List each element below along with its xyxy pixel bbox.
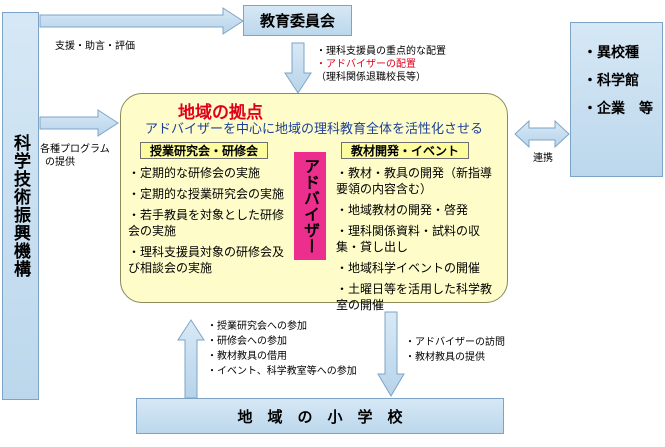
jst-box: 科学技術振興機構 (2, 12, 39, 400)
others-item: ・企業 等 (583, 101, 653, 117)
school-label: 地 域 の 小 学 校 (237, 407, 403, 426)
others-item: ・科学館 (583, 73, 639, 89)
jst-label: 科学技術振興機構 (10, 134, 30, 278)
list-item: ・地域教材の開発・啓発 (336, 203, 469, 217)
list-item: ・理科関係資料・試料の収集・貸し出し (336, 224, 481, 254)
others-item: ・異校種 (583, 45, 639, 61)
board-note-3: （理科関係退職校長等） (316, 72, 426, 83)
list-item: ・定期的な研修会の実施 (128, 166, 261, 180)
arrow-hub-to-school (377, 311, 405, 397)
left-section-heading: 授業研究会・研修会 (140, 142, 268, 159)
support-label: 支援・助言・評価 (55, 41, 135, 52)
arrow-jst-to-hub (39, 109, 119, 137)
hub-subtitle: アドバイザーを中心に地域の理科教育全体を活性化させる (145, 122, 484, 137)
program-label-1: 各種プログラム (40, 144, 110, 155)
board-label: 教育委員会 (259, 12, 335, 30)
arrow-hub-others (514, 119, 570, 149)
program-label-2: の提供 (45, 157, 75, 168)
advisor-box: アドバイザー (294, 152, 326, 260)
renkei-label: 連携 (533, 153, 553, 164)
down-note-1: ・アドバイザーの訪問 (405, 337, 505, 348)
list-item: ・土曜日等を活用した科学教室の開催 (336, 282, 493, 312)
board-note-2: ・アドバイザーの配置 (316, 59, 416, 70)
list-item: ・理科支援員対象の研修会及び相談会の実施 (128, 245, 285, 275)
right-section-heading: 教材開発・イベント (341, 142, 469, 159)
others-box: ・異校種 ・科学館 ・企業 等 (570, 22, 663, 177)
right-section-list: ・教材・教具の開発（新指導要領の内容含む） ・地域教材の開発・啓発 ・理科関係資… (336, 165, 496, 318)
arrow-school-to-hub (177, 319, 205, 399)
hub-title: 地域の拠点 (178, 103, 263, 123)
up-note-2: ・研修会への参加 (207, 336, 287, 347)
up-note-4: ・イベント、科学教室等への参加 (207, 366, 357, 377)
board-note-1: ・理科支援員の重点的な配置 (316, 46, 446, 57)
arrow-board-to-hub (284, 42, 312, 94)
arrow-jst-to-board (39, 7, 244, 35)
up-note-3: ・教材教具の借用 (207, 351, 287, 362)
list-item: ・定期的な授業研究会の実施 (128, 187, 285, 201)
school-box: 地 域 の 小 学 校 (136, 398, 504, 434)
list-item: ・地域科学イベントの開催 (336, 261, 481, 275)
up-note-1: ・授業研究会への参加 (207, 321, 307, 332)
down-note-2: ・教材教具の提供 (405, 352, 485, 363)
left-section-list: ・定期的な研修会の実施 ・定期的な授業研究会の実施 ・若手教員を対象とした研修会… (128, 165, 293, 281)
board-box: 教育委員会 (243, 5, 352, 36)
list-item: ・教材・教具の開発（新指導要領の内容含む） (336, 166, 493, 196)
list-item: ・若手教員を対象とした研修会の実施 (128, 208, 285, 238)
